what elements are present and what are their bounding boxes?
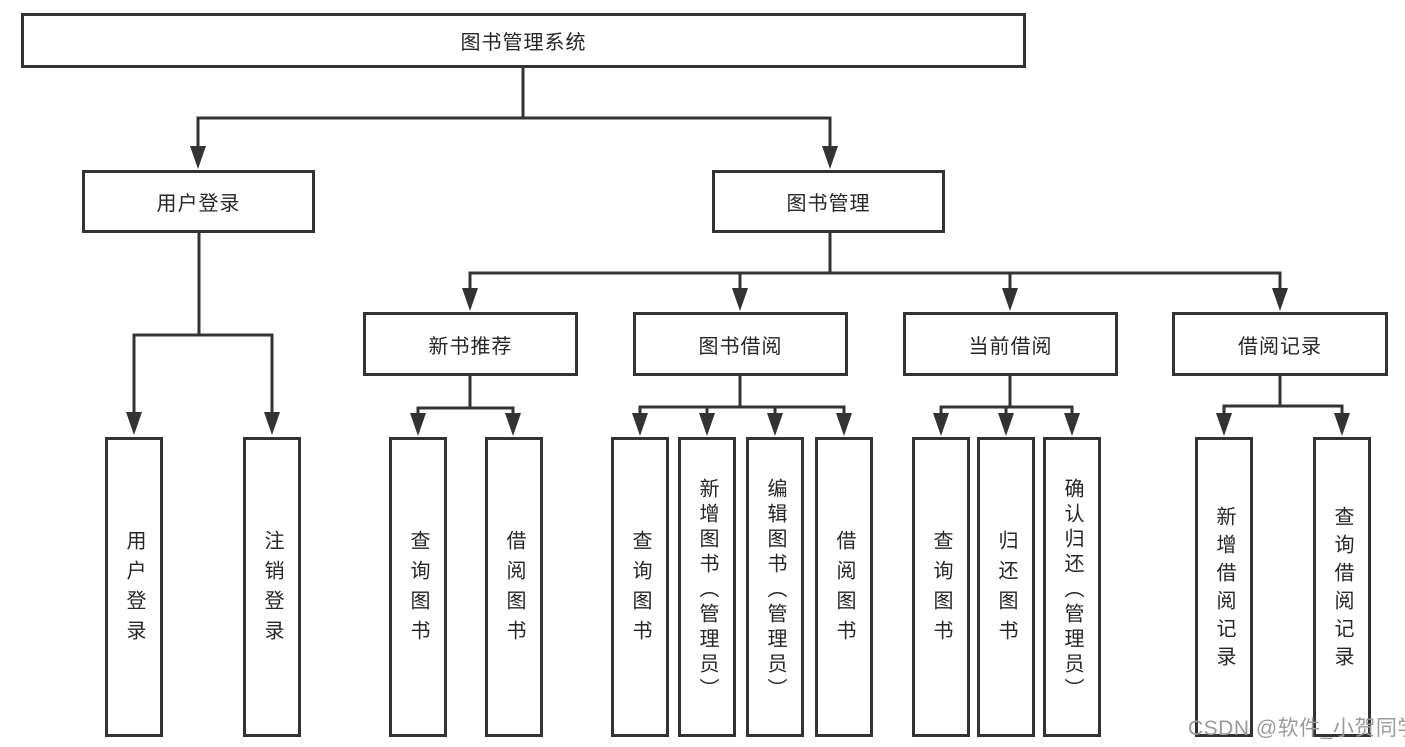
arrow-to-new-book xyxy=(462,288,478,311)
leaf-borrow-books-recommend: 借阅图书 xyxy=(485,437,543,737)
connector-root-rail xyxy=(196,116,832,148)
arrow-leaf-12 xyxy=(1216,413,1232,436)
leaf-query-books-recommend: 查询图书 xyxy=(389,437,447,737)
connector-userlogin-rail xyxy=(132,333,274,414)
arrow-leaf-13 xyxy=(1334,413,1350,436)
arrowheads xyxy=(126,146,1350,436)
arrow-leaf-1 xyxy=(126,412,142,435)
arrow-to-user-login xyxy=(190,146,206,169)
node-current-borrow: 当前借阅 xyxy=(903,312,1118,376)
arrow-leaf-5 xyxy=(632,413,648,436)
leaf-query-books-current: 查询图书 xyxy=(912,437,970,737)
arrow-to-current-borrow xyxy=(1002,288,1018,311)
arrow-leaf-11 xyxy=(1064,413,1080,436)
leaf-borrow-books: 借阅图书 xyxy=(815,437,873,737)
leaf-confirm-return-admin: 确认归还（管理员） xyxy=(1043,437,1101,737)
arrow-leaf-3 xyxy=(410,413,426,436)
node-new-book-recommend: 新书推荐 xyxy=(363,312,578,376)
connector-bookmgmt-rail xyxy=(468,271,1282,290)
arrow-leaf-8 xyxy=(836,413,852,436)
leaf-query-books-borrow: 查询图书 xyxy=(611,437,669,737)
node-book-management: 图书管理 xyxy=(712,170,945,233)
leaf-query-borrow-record: 查询借阅记录 xyxy=(1313,437,1371,737)
arrow-to-book-borrow xyxy=(732,288,748,311)
arrow-leaf-2 xyxy=(264,412,280,435)
node-user-login: 用户登录 xyxy=(82,170,315,233)
connector-newbook-rail xyxy=(416,406,515,414)
leaf-add-books-admin: 新增图书（管理员） xyxy=(678,437,736,737)
arrow-leaf-6 xyxy=(699,413,715,436)
arrow-to-book-management xyxy=(822,146,838,169)
leaf-add-borrow-record: 新增借阅记录 xyxy=(1195,437,1253,737)
leaf-return-books: 归还图书 xyxy=(977,437,1035,737)
connector-records-rail xyxy=(1222,404,1344,414)
node-borrow-records: 借阅记录 xyxy=(1172,312,1388,376)
arrow-leaf-10 xyxy=(998,413,1014,436)
arrow-leaf-9 xyxy=(933,413,949,436)
node-root-library-system: 图书管理系统 xyxy=(21,13,1026,68)
leaf-user-login: 用户登录 xyxy=(105,437,163,737)
csdn-watermark: CSDN @软件_小贺同学 xyxy=(1188,717,1405,740)
node-book-borrow: 图书借阅 xyxy=(633,312,848,376)
leaf-edit-books-admin: 编辑图书（管理员） xyxy=(746,437,804,737)
leaf-logout: 注销登录 xyxy=(243,437,301,737)
arrow-to-borrow-records xyxy=(1272,288,1288,311)
arrow-leaf-4 xyxy=(505,413,521,436)
connector-borrow-rail xyxy=(638,405,846,414)
arrow-leaf-7 xyxy=(767,413,783,436)
